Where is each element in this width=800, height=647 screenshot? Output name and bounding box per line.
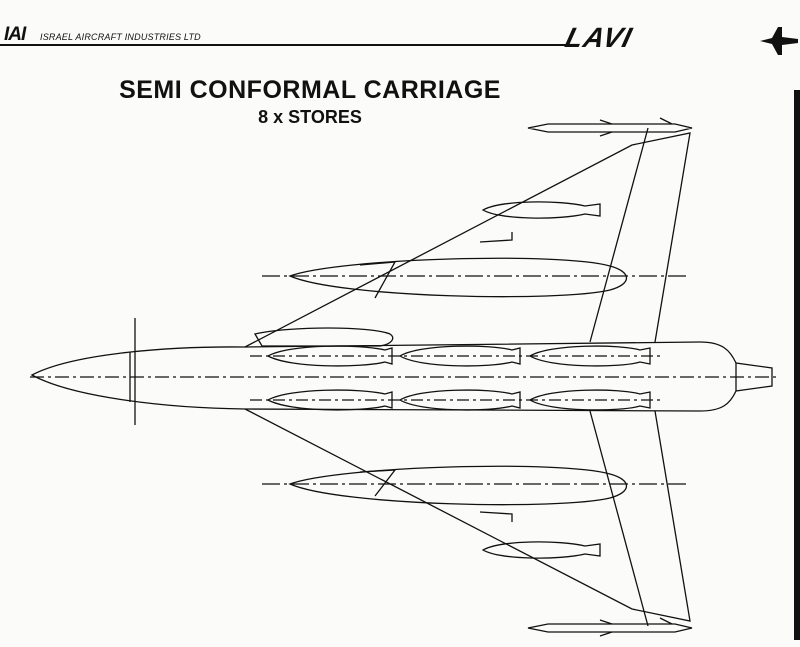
iai-logo: IAI	[4, 24, 26, 45]
upper-missile-fins	[599, 117, 673, 137]
scan-edge-bar	[794, 90, 800, 640]
lower-wingtip-missile	[527, 623, 693, 633]
header-rule	[0, 44, 566, 46]
diagram-subtitle: 8 x STORES	[258, 107, 362, 127]
diagram-title: SEMI CONFORMAL CARRIAGE	[119, 76, 501, 104]
upper-external-tank	[288, 257, 628, 298]
fuselage-outline	[30, 341, 773, 412]
lower-wing-trailing-line	[589, 410, 649, 627]
lower-pylon	[359, 469, 397, 497]
lower-missile-fins	[599, 617, 673, 637]
upper-wing-outline	[244, 132, 691, 348]
conformal-pod	[253, 327, 394, 347]
upper-pylon	[359, 261, 397, 299]
upper-wing-trailing-line	[589, 127, 649, 343]
upper-wing-spar	[479, 232, 513, 243]
lower-wing-spar	[479, 511, 513, 522]
lower-external-tank	[288, 465, 628, 506]
upper-wing-bomb	[481, 201, 601, 219]
document-header: IAI ISRAEL AIRCRAFT INDUSTRIES LTD LAVI	[0, 0, 800, 60]
jet-silhouette-icon	[760, 27, 798, 55]
company-name: ISRAEL AIRCRAFT INDUSTRIES LTD	[40, 32, 201, 42]
upper-wingtip-missile	[527, 123, 693, 133]
lower-wing-outline	[244, 408, 691, 622]
lower-wing-bomb	[481, 541, 601, 559]
